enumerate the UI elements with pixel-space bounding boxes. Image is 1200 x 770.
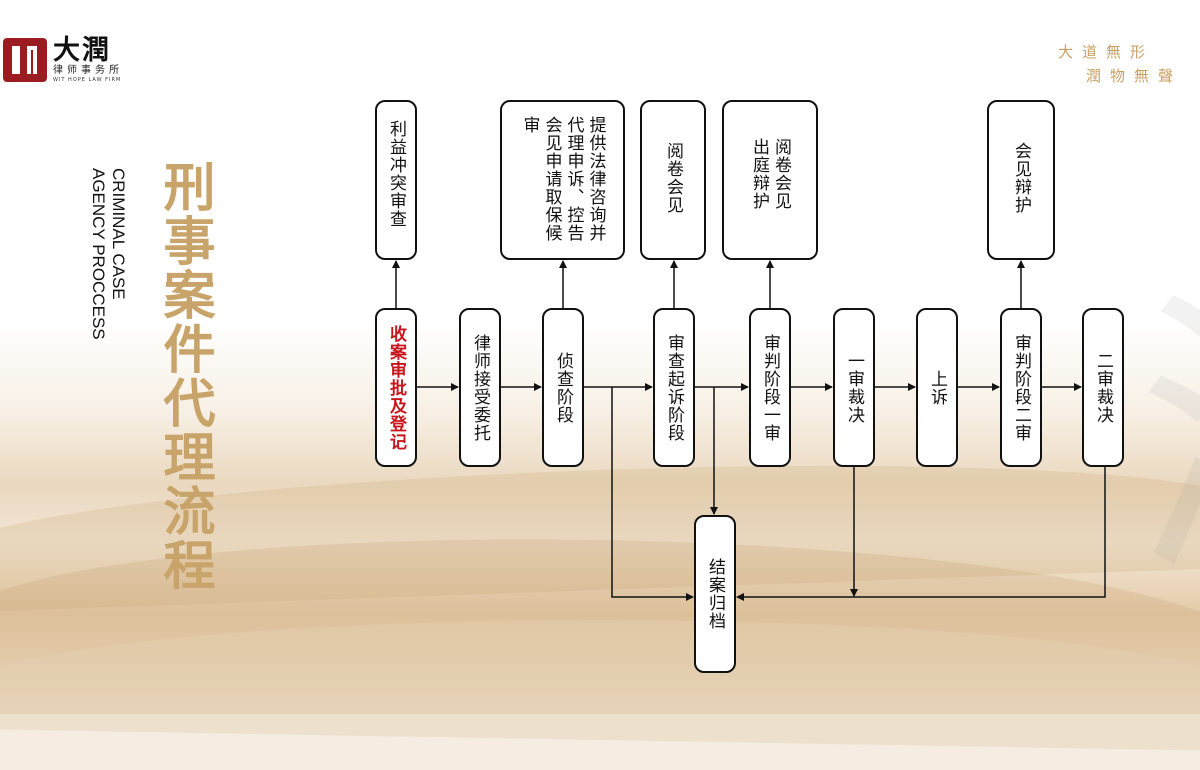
- substep-label: 阅卷会见出庭辩护: [749, 138, 791, 210]
- substep-review-meet[interactable]: 阅卷会见: [640, 100, 706, 260]
- step-prosecution-review[interactable]: 审查起诉阶段: [653, 308, 695, 467]
- title-en-line1: CRIMINAL CASE: [109, 168, 128, 300]
- slogan-line1: 大道無形: [1058, 43, 1155, 61]
- slogan-line2: 潤物無聲: [1086, 67, 1183, 85]
- step-label: 侦查阶段: [553, 351, 573, 424]
- step-label: 收案审批及登记: [386, 324, 406, 451]
- logo-mark-icon: [3, 38, 47, 82]
- substep-review-defend[interactable]: 阅卷会见出庭辩护: [722, 100, 818, 260]
- arrow: [611, 387, 694, 601]
- substep-label: 会见辩护: [1011, 142, 1031, 214]
- step-label: 二审裁决: [1093, 351, 1113, 424]
- logo-english: WIT HOPE LAW FIRM: [53, 77, 122, 83]
- step-label: 律师接受委托: [470, 333, 490, 442]
- step-second-verdict[interactable]: 二审裁决: [1082, 308, 1124, 467]
- step-label: 审判阶段一审: [760, 333, 780, 442]
- firm-logo: 大潤 律师事务所 WIT HOPE LAW FIRM: [3, 37, 123, 83]
- step-first-trial[interactable]: 审判阶段一审: [749, 308, 791, 467]
- step-case-intake[interactable]: 收案审批及登记: [375, 308, 417, 467]
- step-label: 一审裁决: [844, 351, 864, 424]
- substep-legal-consult[interactable]: 提供法律咨询并代理申诉、控告会见申请取保候审: [500, 100, 625, 260]
- step-case-closure[interactable]: 结案归档: [694, 515, 736, 673]
- step-label: 结案归档: [705, 558, 725, 630]
- slogan: 大道無形 潤物無聲: [1058, 40, 1182, 88]
- substep-label: 提供法律咨询并代理申诉、控告会见申请取保候审: [519, 116, 606, 242]
- flow-connectors: [392, 260, 1106, 601]
- step-label: 上诉: [927, 369, 947, 406]
- page-title: 刑事案件代理流程: [154, 160, 215, 592]
- substep-label: 利益冲突审查: [386, 120, 406, 228]
- logo-name: 大潤: [53, 35, 111, 66]
- arrow: [736, 467, 1106, 601]
- title-en-line2: AGENCY PROCCESS: [89, 168, 108, 340]
- step-investigation[interactable]: 侦查阶段: [542, 308, 584, 467]
- page-title-english: CRIMINAL CASE AGENCY PROCCESS: [88, 168, 128, 340]
- logo-subtitle: 律师事务所: [53, 65, 123, 76]
- step-second-trial[interactable]: 审判阶段二审: [1000, 308, 1042, 467]
- step-label: 审判阶段二审: [1011, 333, 1031, 442]
- substep-conflict-check[interactable]: 利益冲突审查: [375, 100, 417, 260]
- substep-meet-defend[interactable]: 会见辩护: [987, 100, 1055, 260]
- substep-label: 阅卷会见: [663, 142, 683, 214]
- step-appeal[interactable]: 上诉: [916, 308, 958, 467]
- step-accept-engagement[interactable]: 律师接受委托: [459, 308, 501, 467]
- step-first-verdict[interactable]: 一审裁决: [833, 308, 875, 467]
- step-label: 审查起诉阶段: [664, 333, 684, 442]
